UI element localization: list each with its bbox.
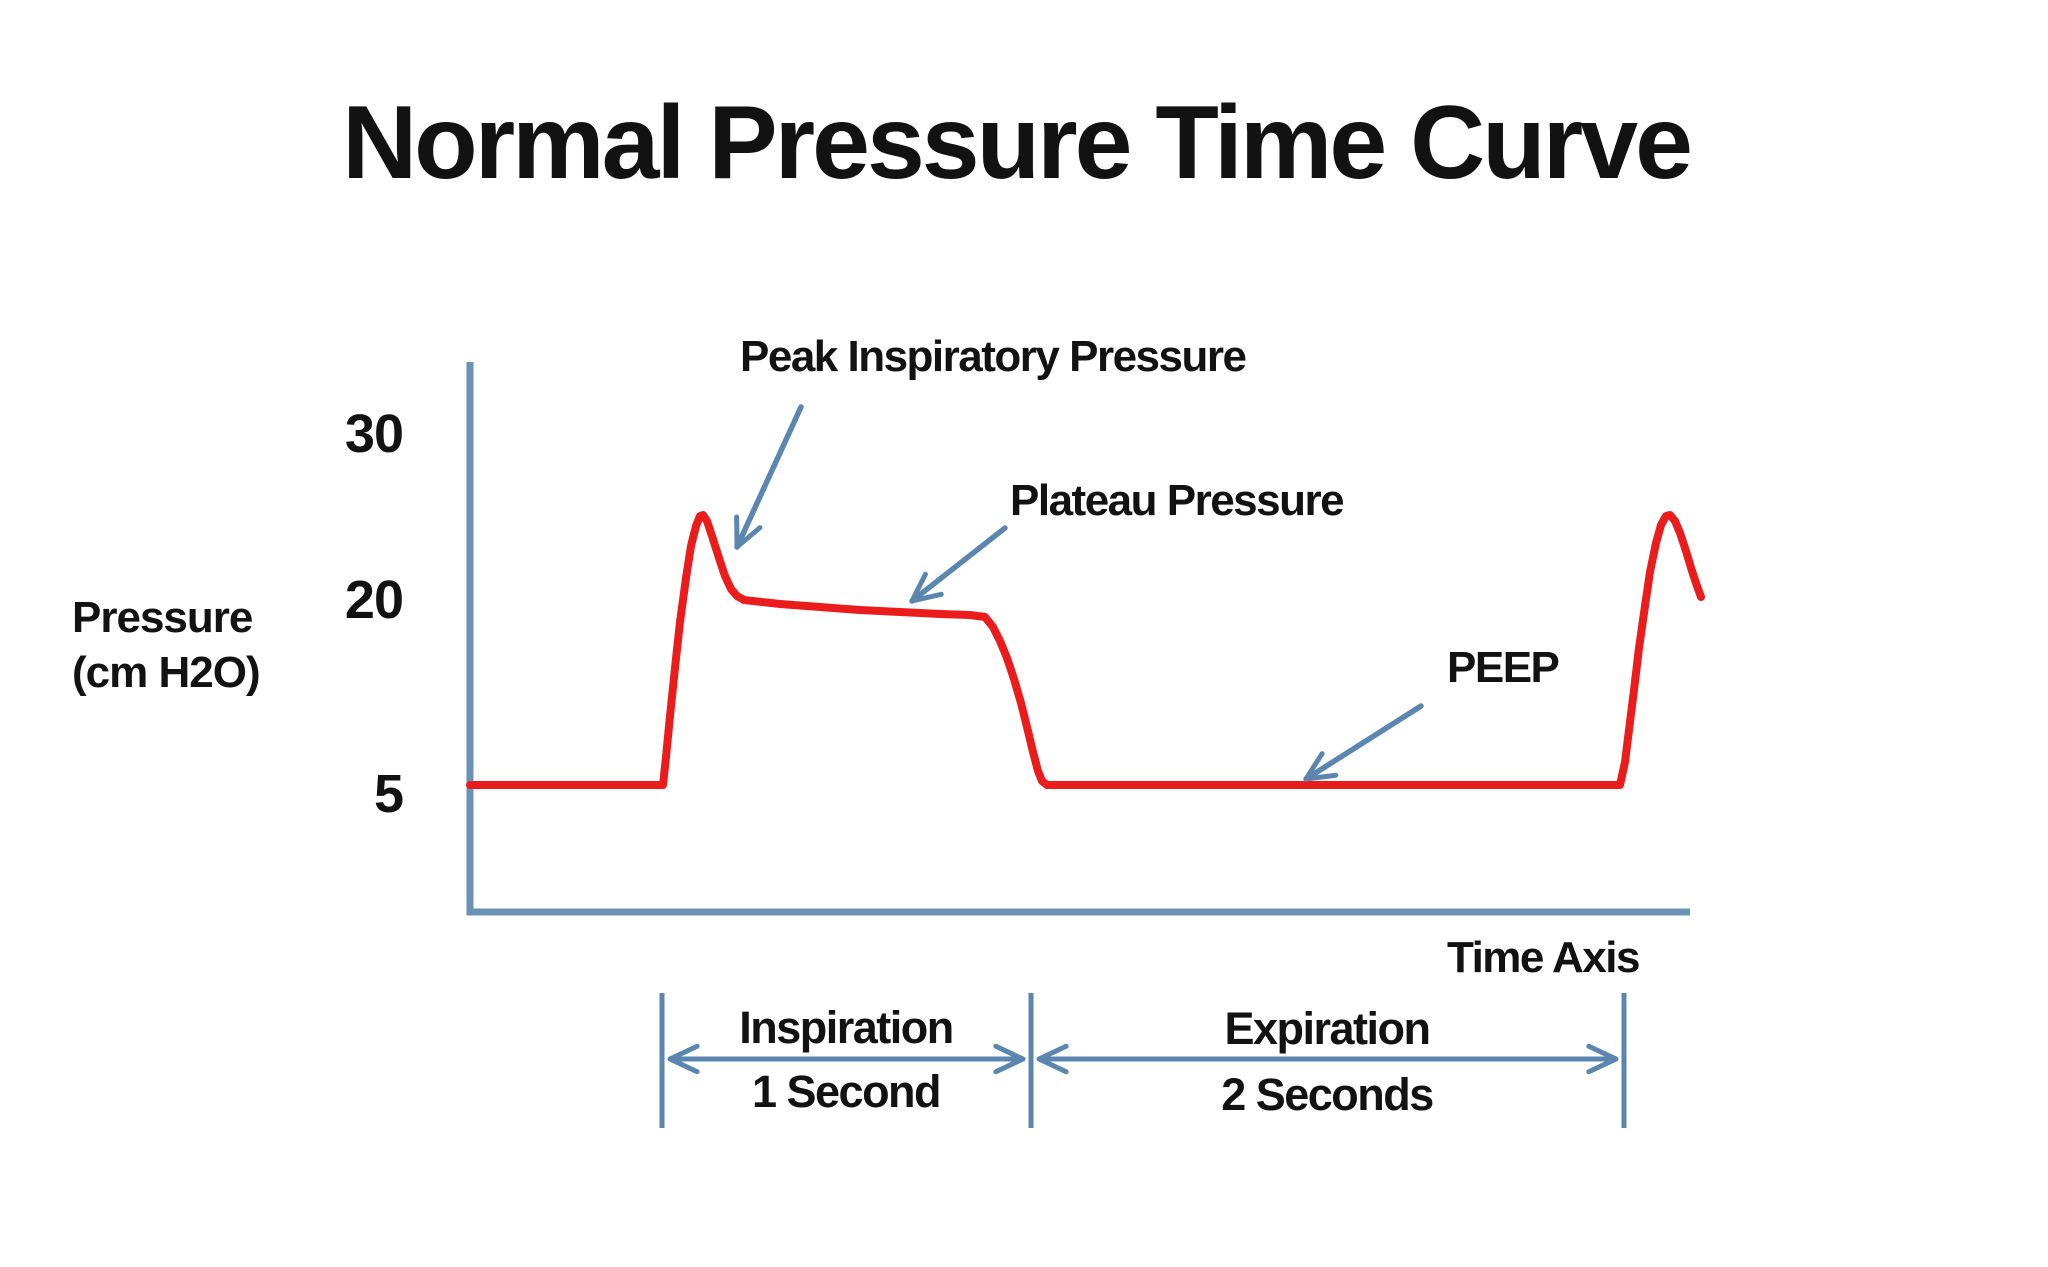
phase-span-arrow-head-right — [993, 1043, 1026, 1075]
peak-inspiratory-pressure-arrow-head — [734, 514, 763, 550]
y-axis-title-line2: (cm H2O) — [72, 648, 261, 697]
inspiration-duration-label: 1 Second — [751, 1066, 942, 1117]
time-axis-label: Time Axis — [1447, 933, 1640, 982]
peak-inspiratory-pressure-arrow-line — [734, 404, 804, 550]
peak-inspiratory-pressure-label: Peak Inspiratory Pressure — [740, 332, 1247, 381]
plateau-pressure-arrow-head — [909, 571, 944, 604]
plateau-pressure-arrow-line — [909, 525, 1008, 604]
plateau-pressure-label: Plateau Pressure — [1010, 476, 1345, 525]
expiration-duration-label: 2 Seconds — [1221, 1069, 1434, 1120]
peep-label: PEEP — [1447, 643, 1560, 692]
page-title: Normal Pressure Time Curve — [342, 85, 1693, 201]
peep-arrow-head — [1303, 751, 1339, 782]
peep-arrow-line — [1303, 703, 1424, 782]
y-tick-30: 30 — [344, 404, 404, 464]
phase-span-arrow-head-left — [1036, 1043, 1069, 1075]
expiration-label: Expiration — [1224, 1003, 1431, 1054]
inspiration-label: Inspiration — [739, 1002, 954, 1053]
pressure-curve — [466, 511, 1705, 789]
y-tick-20: 20 — [344, 570, 404, 630]
y-tick-5: 5 — [373, 764, 404, 824]
y-axis-title: Pressure (cm H2O) — [72, 590, 261, 700]
phase-span-arrow-head-right — [1586, 1043, 1619, 1075]
y-axis-title-line1: Pressure — [72, 593, 253, 642]
phase-span-arrow-head-left — [667, 1043, 700, 1075]
